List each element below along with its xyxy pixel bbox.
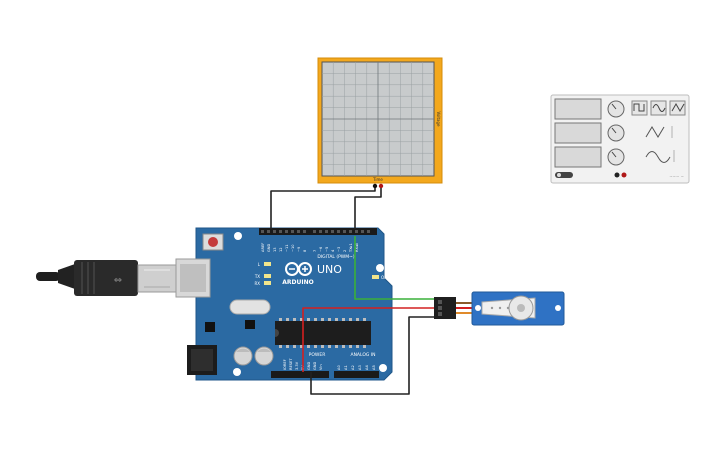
- svg-text:~9: ~9: [297, 246, 301, 252]
- oscilloscope-probe-negative[interactable]: [372, 183, 378, 189]
- mount-hole-1: [234, 232, 242, 240]
- svg-text:A1: A1: [344, 365, 348, 370]
- servo-connector[interactable]: [434, 297, 456, 319]
- label-l: L: [258, 262, 261, 267]
- usb-plug-body: [74, 260, 138, 296]
- led-l: [264, 262, 271, 266]
- oscilloscope-x-label: Time: [372, 177, 383, 182]
- oscilloscope-y-label: Voltage: [436, 111, 441, 127]
- fg-display-2: [554, 122, 602, 144]
- fg-display-3: [554, 146, 602, 168]
- power-header-label: POWER: [309, 352, 326, 358]
- usb-cable-wire: [36, 272, 60, 281]
- arduino-logo-icon: [285, 262, 312, 276]
- usb-symbol-icon: ⇔: [114, 275, 122, 286]
- svg-text:A0: A0: [337, 365, 341, 370]
- analog-pin-header[interactable]: [334, 371, 379, 378]
- fg-terminal-negative[interactable]: [614, 172, 620, 178]
- svg-text:13: 13: [273, 247, 277, 252]
- svg-text:RESET: RESET: [289, 358, 293, 370]
- servo-motor[interactable]: [434, 291, 565, 326]
- fg-terminal-positive[interactable]: [621, 172, 627, 178]
- svg-text:A2: A2: [351, 365, 355, 370]
- square-wave-icon: [633, 103, 645, 112]
- label-rx: RX: [254, 281, 260, 286]
- triangle-wave-icon: [671, 102, 685, 113]
- svg-text:3.3V: 3.3V: [295, 361, 299, 370]
- function-generator[interactable]: ~~~ ~: [550, 94, 690, 184]
- svg-text:8: 8: [303, 249, 307, 252]
- led-on: [372, 275, 379, 279]
- usb-plug-metal: [137, 264, 177, 293]
- wire-servo-signal[interactable]: [354, 236, 434, 300]
- svg-text:GND: GND: [313, 362, 317, 370]
- fg-triangle-wave-button[interactable]: [669, 100, 686, 116]
- wire-servo-ground[interactable]: [310, 316, 434, 395]
- atmega-microcontroller: [275, 321, 371, 345]
- wires[interactable]: [270, 188, 434, 395]
- mount-hole-3: [376, 264, 384, 272]
- fg-waveform-preview-2: [645, 151, 671, 163]
- svg-text:7: 7: [313, 250, 317, 252]
- mount-hole-2: [233, 368, 241, 376]
- usb-cable[interactable]: ⇔: [36, 260, 177, 296]
- digital-header-label: DIGITAL (PWM~): [317, 254, 355, 260]
- voltage-regulator: [205, 322, 215, 332]
- svg-text:GND: GND: [307, 362, 311, 370]
- oscilloscope-axes: [322, 62, 434, 176]
- svg-text:4: 4: [331, 249, 335, 252]
- arduino-model-text: UNO: [317, 263, 342, 276]
- label-tx: TX: [254, 274, 260, 279]
- sine-wave-icon: [652, 104, 666, 112]
- wire-oscilloscope-ground[interactable]: [270, 188, 376, 229]
- led-tx: [264, 274, 271, 278]
- arduino-brand-text: ARDUINO: [282, 279, 313, 286]
- svg-text:12: 12: [279, 247, 283, 252]
- svg-text:A3: A3: [358, 365, 362, 370]
- svg-text:Vin: Vin: [319, 364, 323, 370]
- digital-pin-header[interactable]: [259, 228, 377, 235]
- svg-text:TX▸1: TX▸1: [349, 243, 353, 253]
- svg-text:IOREF: IOREF: [283, 359, 287, 370]
- svg-text:2: 2: [343, 250, 347, 252]
- led-rx: [264, 281, 271, 285]
- wire-oscilloscope-signal[interactable]: [354, 188, 382, 229]
- oscilloscope[interactable]: Voltage Time: [317, 57, 443, 189]
- digital-pin-holes: [261, 230, 370, 233]
- svg-text:~3: ~3: [337, 247, 341, 252]
- svg-text:~10: ~10: [291, 244, 295, 252]
- digital-pin-labels: AREF GND 13 12 ~11 ~10 ~9 8 7 ~6 ~5 4 ~3…: [261, 242, 359, 253]
- svg-text:RX◂0: RX◂0: [355, 242, 359, 252]
- analog-pin-labels: A0 A1 A2 A3 A4 A5: [337, 365, 376, 370]
- small-ic: [245, 320, 255, 329]
- reset-button-cap[interactable]: [208, 237, 218, 247]
- oscilloscope-probe-positive[interactable]: [378, 183, 384, 189]
- wire-servo-power[interactable]: [302, 307, 434, 372]
- svg-text:AREF: AREF: [261, 243, 265, 252]
- svg-text:~6: ~6: [319, 246, 323, 252]
- mount-hole-4: [379, 364, 387, 372]
- arduino-uno-board[interactable]: L TX RX ON ARDUINO UNO AREF: [175, 227, 393, 381]
- usb-plug-grip: [81, 262, 95, 294]
- fg-waveform-preview-1: [645, 126, 665, 138]
- label-on: ON: [381, 275, 387, 280]
- svg-text:~11: ~11: [285, 244, 289, 252]
- fg-brand-mark: ~~~ ~: [669, 174, 684, 179]
- power-pin-header[interactable]: [271, 371, 329, 378]
- analog-header-label: ANALOG IN: [350, 352, 375, 358]
- fg-display-1: [554, 98, 602, 120]
- crystal-oscillator: [229, 299, 271, 315]
- svg-text:GND: GND: [267, 244, 271, 252]
- svg-text:A4: A4: [365, 365, 369, 370]
- usb-strain-relief: [58, 264, 75, 289]
- svg-text:A5: A5: [372, 365, 376, 370]
- svg-text:~5: ~5: [325, 247, 329, 252]
